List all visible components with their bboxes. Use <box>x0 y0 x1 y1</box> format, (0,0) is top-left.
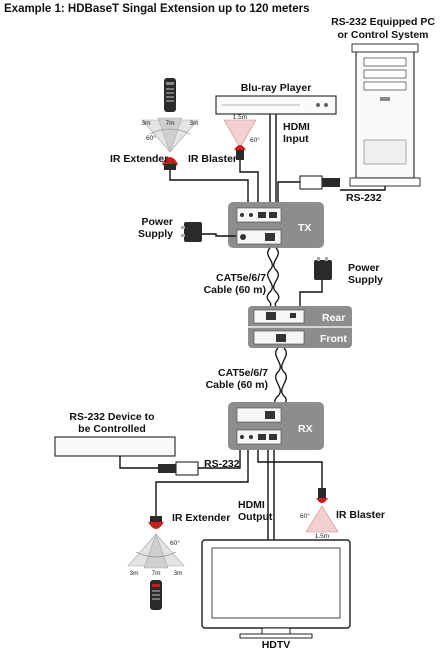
ir-blaster-pattern-bottom <box>305 505 339 533</box>
power-supply-right-line1: Power <box>348 262 380 274</box>
ir-receive-pattern-top <box>141 117 199 153</box>
bluray-label: Blu-ray Player <box>241 82 312 94</box>
rs232-connector-top <box>299 175 340 190</box>
hdmi-input-label-line1: HDMI <box>283 121 310 133</box>
tx-label: TX <box>298 222 311 234</box>
ir-extender-bottom-label: IR Extender <box>172 512 230 524</box>
front-label: Front <box>320 333 347 345</box>
cables-top <box>169 114 386 208</box>
ir-extender-icon-bottom <box>148 516 164 529</box>
ir-blaster-bottom-label: IR Blaster <box>336 509 385 521</box>
power-adapter-icon-right <box>299 257 332 312</box>
hdmi-output-label-line1: HDMI <box>238 499 265 511</box>
repeater-unit <box>248 306 352 348</box>
rs232-connector-bottom <box>158 461 199 476</box>
ir-bottom-left-range: 3m <box>129 570 138 577</box>
ir-extender-top-label: IR Extender <box>110 153 168 165</box>
cable-bottom-label-line2: Cable (60 m) <box>206 379 268 391</box>
ir-top-mid-range: 7m <box>165 120 174 127</box>
pc-label-line1: RS-232 Equipped PC <box>331 16 435 28</box>
power-supply-left-line1: Power <box>141 216 173 228</box>
ir-bottom-right-range: 3m <box>173 570 182 577</box>
cable-top-label-line2: Cable (60 m) <box>204 284 266 296</box>
cable-bottom-label-line1: CAT5e/6/7 <box>218 367 268 379</box>
ir-top-right-range: 3m <box>189 120 198 127</box>
rx-unit <box>228 402 324 450</box>
diagram-title: Example 1: HDBaseT Singal Extension up t… <box>4 3 310 15</box>
rx-label: RX <box>298 423 313 435</box>
rs232-bottom-label: RS-232 <box>204 458 240 470</box>
ir-bottom-mid-range: 7m <box>151 570 160 577</box>
ir-blaster-icon-bottom <box>316 488 328 503</box>
ir-blaster-pattern-top <box>223 119 257 149</box>
hdtv-label: HDTV <box>262 639 291 650</box>
remote-control-icon-top <box>164 78 176 112</box>
rear-label: Rear <box>322 312 345 324</box>
pc-label-line2: or Control System <box>337 29 428 41</box>
ir-blaster-bottom-angle: 60° <box>300 512 310 520</box>
ir-bottom-angle: 60° <box>170 539 180 547</box>
ir-blaster-top-angle: 60° <box>250 136 260 144</box>
hdmi-input-label-line2: Input <box>283 133 309 145</box>
remote-control-icon-bottom <box>150 580 162 610</box>
power-supply-right-line2: Supply <box>348 274 383 286</box>
pc-tower-icon <box>349 43 421 187</box>
rs232-device-label-line1: RS-232 Device to <box>69 411 154 423</box>
ir-top-left-range: 3m <box>141 120 150 127</box>
cat-cable-bottom <box>273 347 287 409</box>
cables-bottom <box>119 450 323 540</box>
ir-receive-pattern-bottom <box>127 533 185 569</box>
power-adapter-icon-left <box>181 222 236 242</box>
cable-top-label-line1: CAT5e/6/7 <box>216 272 266 284</box>
hdmi-output-label-line2: Output <box>238 511 273 523</box>
hdtv-icon <box>201 539 351 639</box>
rs232-device-label-line2: be Controlled <box>78 423 146 435</box>
power-supply-left-line2: Supply <box>138 228 173 240</box>
cat-cable-top <box>266 247 280 307</box>
ir-blaster-bottom-distance: 1.5m <box>315 533 329 540</box>
ir-blaster-icon-top <box>234 145 246 160</box>
ir-extender-icon-top <box>162 157 178 170</box>
ir-blaster-top-distance: 1.5m <box>233 114 247 121</box>
tx-unit <box>228 202 324 248</box>
ir-blaster-top-label: IR Blaster <box>188 153 237 165</box>
rs232-device-icon <box>54 436 176 457</box>
bluray-player-icon <box>215 95 337 115</box>
rs232-top-label: RS-232 <box>346 192 382 204</box>
ir-top-angle: 60° <box>146 134 156 142</box>
